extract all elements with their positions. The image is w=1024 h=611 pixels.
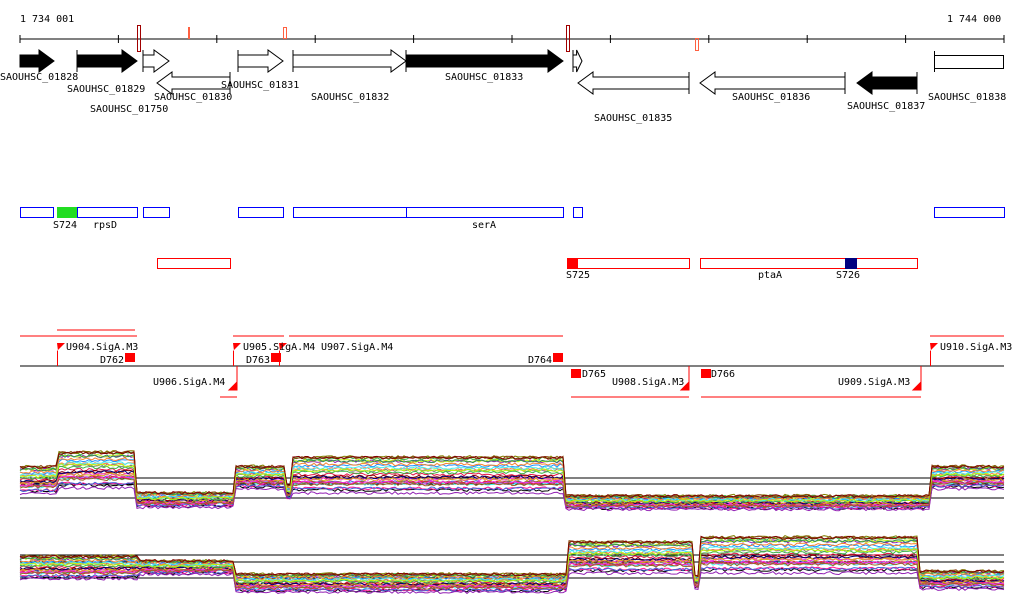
terminator-block	[571, 369, 581, 378]
feature-label: S725	[566, 270, 591, 281]
ruler-start-label: 1 734 001	[20, 14, 75, 25]
feature-box-s726	[845, 258, 857, 269]
promoter-label: U910.SigA.M3	[940, 342, 1013, 353]
gene-label[interactable]: SAOUHSC_01828	[0, 72, 79, 83]
expression-trace	[19, 463, 1005, 503]
promoter-label: U904.SigA.M3	[66, 342, 139, 353]
feature-box-s724	[57, 207, 77, 218]
gene-arrow	[142, 49, 170, 73]
gene-arrow	[699, 71, 846, 95]
promoter-label: U906.SigA.M4	[153, 377, 226, 388]
marker	[566, 25, 570, 52]
promoter-label: U905.SigA.M4	[243, 342, 316, 353]
promoter-flag-up	[930, 343, 938, 366]
feature-label: S724	[53, 220, 78, 231]
promoter-label: U909.SigA.M3	[838, 377, 911, 388]
gene-arrow	[405, 49, 564, 73]
gene-label[interactable]: SAOUHSC_01835	[594, 113, 673, 124]
feature-box	[238, 207, 284, 218]
expression-trace	[19, 450, 1004, 498]
feature-box	[934, 207, 1005, 218]
gene-label[interactable]: SAOUHSC_01830	[154, 92, 233, 103]
gene-arrow	[292, 49, 407, 73]
feature-box	[20, 207, 54, 218]
expression-trace	[19, 450, 1005, 499]
ruler-end-label: 1 744 000	[947, 14, 1002, 25]
promoter-flag-up	[233, 343, 241, 366]
promoter-label: U907.SigA.M4	[321, 342, 394, 353]
gene-label[interactable]: SAOUHSC_01837	[847, 101, 926, 112]
expression-trace	[20, 548, 1005, 583]
expression-trace	[19, 481, 1005, 510]
expression-trace	[19, 535, 1005, 578]
gene-arrow	[237, 49, 284, 73]
feature-label: serA	[472, 220, 497, 231]
expression-trace	[19, 566, 1005, 592]
marker	[137, 25, 141, 52]
gene-label[interactable]: SAOUHSC_01831	[221, 80, 300, 91]
feature-box	[143, 207, 170, 218]
feature-label: S726	[836, 270, 861, 281]
promoter-flag-up	[57, 343, 65, 366]
feature-box	[157, 258, 231, 269]
expression-trace	[19, 486, 1005, 512]
terminator-block	[271, 353, 281, 362]
expression-trace	[19, 562, 1005, 590]
expression-trace	[19, 453, 1005, 500]
expression-trace	[19, 481, 1005, 510]
expression-trace	[19, 571, 1005, 595]
gene-label[interactable]: SAOUHSC_01838	[928, 92, 1007, 103]
feature-box	[573, 207, 583, 218]
gene-arrow	[577, 71, 690, 95]
marker	[188, 27, 190, 39]
feature-box	[293, 207, 407, 218]
expression-trace	[19, 457, 1005, 501]
gene-label[interactable]: SAOUHSC_01829	[67, 84, 146, 95]
marker	[283, 27, 287, 39]
feature-label: rpsD	[93, 220, 118, 231]
terminator-block	[125, 353, 135, 362]
gene-arrow	[19, 49, 55, 73]
feature-box	[406, 207, 564, 218]
marker	[695, 38, 699, 51]
gene-label[interactable]: SAOUHSC_01750	[90, 104, 169, 115]
feature-box	[567, 258, 690, 269]
expression-trace	[19, 539, 1005, 580]
promoter-flag-down	[227, 366, 238, 391]
expression-trace	[19, 470, 1005, 506]
gene-label[interactable]: SAOUHSC_01832	[311, 92, 390, 103]
gene-arrow	[76, 49, 138, 73]
gene-label[interactable]: SAOUHSC_01836	[732, 92, 811, 103]
promoter-label: D763	[246, 355, 271, 366]
terminator-block	[701, 369, 711, 378]
feature-label: ptaA	[758, 270, 783, 281]
expression-trace	[19, 555, 1005, 587]
promoter-label: D766	[711, 369, 736, 380]
expression-trace	[19, 477, 1005, 509]
promoter-label: U908.SigA.M3	[612, 377, 685, 388]
gene-label[interactable]: SAOUHSC_01833	[445, 72, 524, 83]
expression-trace	[19, 542, 1005, 580]
promoter-label: D764	[528, 355, 553, 366]
promoter-flag-down	[911, 366, 922, 391]
feature-box	[700, 258, 918, 269]
promoter-flag-up	[279, 343, 287, 366]
gene-arrow	[856, 71, 918, 95]
promoter-flag-down	[679, 366, 690, 391]
gene-arrow	[156, 71, 231, 95]
terminator-block	[553, 353, 563, 362]
promoter-label: D765	[582, 369, 607, 380]
gene-box	[934, 55, 1004, 69]
promoter-label: D762	[100, 355, 125, 366]
feature-box-s725	[567, 258, 578, 269]
feature-box	[77, 207, 138, 218]
gene-arrow	[572, 49, 583, 73]
